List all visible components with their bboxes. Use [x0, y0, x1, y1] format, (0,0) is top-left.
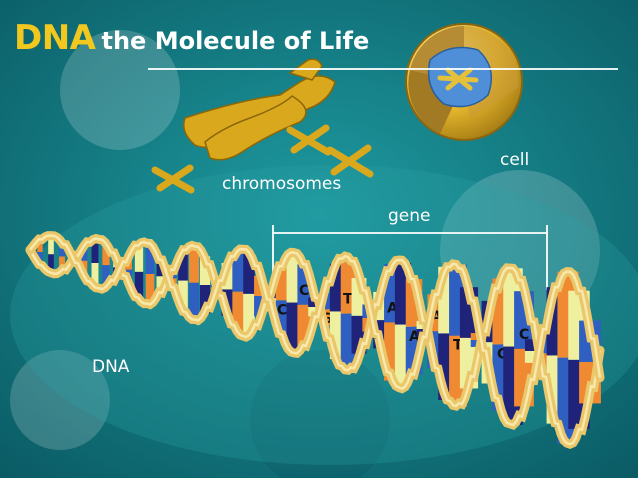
base-pair-half — [243, 252, 255, 294]
base-letter: A — [431, 309, 442, 325]
base-pair-half — [145, 243, 155, 274]
base-pair-half — [286, 252, 300, 303]
chromosome-icon — [183, 58, 336, 161]
base-pair-half — [134, 271, 144, 301]
label-cell: cell — [500, 150, 530, 170]
base-letter: T — [453, 338, 463, 354]
base-letter: G — [497, 346, 509, 362]
base-pair-half — [243, 293, 255, 336]
backbone-strand-1-highlight — [28, 237, 602, 446]
base-pair-half — [91, 238, 99, 263]
base-pair-half — [145, 274, 155, 305]
title-dna: DNA — [14, 18, 96, 58]
base-pair-half — [199, 256, 211, 285]
base-pair-half — [91, 263, 99, 288]
title-subtitle: the Molecule of Life — [101, 27, 370, 55]
base-letter: C — [519, 327, 529, 343]
base-pair-half — [199, 285, 211, 314]
backbone-strand-2-highlight — [29, 234, 602, 427]
base-pair-half — [102, 242, 110, 266]
base-pair-half — [37, 239, 43, 252]
base-pair-half — [102, 265, 110, 289]
title-underline — [148, 68, 618, 70]
base-pair-half — [286, 302, 300, 353]
base-letter: C — [277, 302, 287, 318]
label-chromosomes: chromosomes — [222, 174, 342, 194]
base-pair-half — [178, 280, 188, 312]
base-pair-half — [178, 249, 188, 281]
cell-icon — [405, 23, 523, 141]
label-dna: DNA — [92, 357, 130, 377]
base-letter: T — [343, 292, 353, 308]
base-pair-half — [232, 251, 244, 292]
base-pair-half — [189, 245, 199, 283]
base-letter: C — [299, 283, 309, 299]
base-letter: A — [409, 329, 420, 345]
base-pair-half — [232, 291, 244, 332]
base-pair-half — [189, 282, 199, 321]
base-letter: A — [387, 300, 398, 316]
label-gene: gene — [388, 206, 431, 226]
base-pair-half — [134, 242, 144, 272]
base-pair-half — [48, 235, 54, 255]
base-pair-half — [48, 254, 54, 273]
small-chromosomes — [151, 124, 374, 194]
